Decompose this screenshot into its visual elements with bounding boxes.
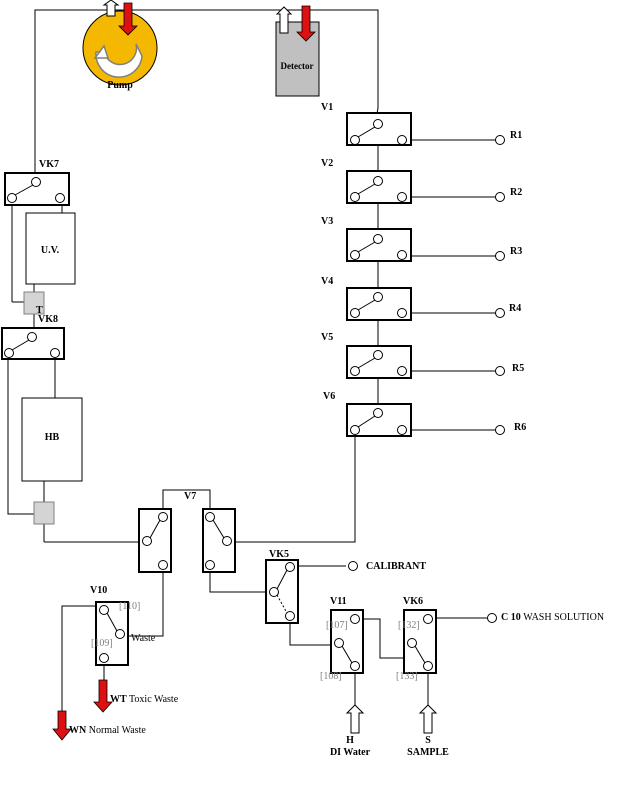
toxic-waste-outlet: WT Toxic Waste bbox=[93, 679, 179, 713]
sample-code-label: S bbox=[425, 735, 431, 746]
reagent-r4-label: R4 bbox=[509, 303, 521, 314]
valve-v6-label: V6 bbox=[323, 391, 335, 402]
tee-fitting-2 bbox=[33, 501, 55, 525]
di-water-arrow-icon bbox=[345, 704, 365, 734]
port-108-label: [108] bbox=[320, 671, 342, 682]
sample-arrow-icon bbox=[418, 704, 438, 734]
valve-v7-left[interactable] bbox=[138, 508, 172, 573]
valve-v7-right[interactable] bbox=[202, 508, 236, 573]
reagent-r3-port[interactable] bbox=[495, 251, 505, 261]
valve-v3[interactable]: V3 bbox=[321, 216, 412, 262]
connection-lines bbox=[7, 9, 496, 712]
valve-v7-label: V7 bbox=[184, 491, 196, 502]
waste-label: Waste bbox=[131, 633, 156, 644]
valve-v6[interactable]: V6 bbox=[323, 391, 412, 437]
detector-label: Detector bbox=[281, 61, 314, 71]
valve-vk5-label: VK5 bbox=[269, 549, 289, 560]
reagent-r2-port[interactable] bbox=[495, 192, 505, 202]
valve-v11[interactable]: V11 [107] [108] bbox=[320, 596, 364, 682]
detector-inflow-arrow-icon bbox=[296, 5, 316, 42]
reagent-r5-port[interactable] bbox=[495, 366, 505, 376]
valve-vk6[interactable]: VK6 [132] [133] bbox=[396, 596, 437, 682]
reagent-r1-port[interactable] bbox=[495, 135, 505, 145]
toxic-waste-label: WT Toxic Waste bbox=[110, 694, 179, 705]
reagent-ports: R1 R2 R3 R4 R5 R6 bbox=[495, 130, 526, 435]
di-water-inlet: H DI Water bbox=[330, 704, 371, 758]
pump-label: Pump bbox=[107, 80, 133, 91]
di-water-label: DI Water bbox=[330, 747, 371, 758]
wash-solution-port[interactable] bbox=[487, 613, 497, 623]
valve-vk5[interactable]: VK5 bbox=[265, 549, 299, 624]
normal-waste-outlet: WN Normal Waste bbox=[52, 710, 146, 741]
valve-vk8[interactable]: VK8 bbox=[1, 314, 65, 360]
detector-outflow-arrow-icon bbox=[275, 6, 293, 34]
calibrant-label: CALIBRANT bbox=[366, 561, 426, 572]
port-133-label: [133] bbox=[396, 671, 418, 682]
valve-vk7-label: VK7 bbox=[39, 159, 59, 170]
sample-inlet: S SAMPLE bbox=[407, 704, 449, 758]
valve-vk7[interactable]: VK7 bbox=[4, 159, 70, 206]
valve-v4[interactable]: V4 bbox=[321, 276, 412, 321]
pump-inflow-arrow-icon bbox=[118, 2, 138, 36]
valve-v2-label: V2 bbox=[321, 158, 333, 169]
sample-label: SAMPLE bbox=[407, 747, 449, 758]
pump-rotor-icon bbox=[95, 43, 143, 78]
uv-label: U.V. bbox=[41, 245, 60, 256]
port-107-label: [107] bbox=[326, 620, 348, 631]
valve-v5[interactable]: V5 bbox=[321, 332, 412, 379]
pump-outflow-arrow-icon bbox=[102, 0, 120, 17]
reagent-r5-label: R5 bbox=[512, 363, 524, 374]
di-water-code-label: H bbox=[346, 735, 354, 746]
tee-label: T bbox=[36, 305, 43, 316]
port-109-label: [109] bbox=[91, 638, 113, 649]
hb-label: HB bbox=[45, 432, 60, 443]
valve-v11-label: V11 bbox=[330, 596, 347, 607]
valve-v10[interactable]: V10 [110] [109] Waste bbox=[90, 585, 156, 666]
valve-vk8-label: VK8 bbox=[38, 314, 58, 325]
reagent-r4-port[interactable] bbox=[495, 308, 505, 318]
port-110-label: [110] bbox=[119, 601, 140, 612]
wash-solution-label: C 10 WASH SOLUTION bbox=[501, 612, 604, 623]
normal-waste-label: WN Normal Waste bbox=[69, 725, 146, 736]
valve-v5-label: V5 bbox=[321, 332, 333, 343]
reagent-r6-port[interactable] bbox=[495, 425, 505, 435]
valve-vk6-label: VK6 bbox=[403, 596, 423, 607]
valve-v4-label: V4 bbox=[321, 276, 333, 287]
normal-waste-arrow-icon bbox=[52, 710, 72, 741]
reagent-r3-label: R3 bbox=[510, 246, 522, 257]
port-132-label: [132] bbox=[398, 620, 420, 631]
reagent-r6-label: R6 bbox=[514, 422, 526, 433]
reagent-r2-label: R2 bbox=[510, 187, 522, 198]
valve-v3-label: V3 bbox=[321, 216, 333, 227]
reagent-r1-label: R1 bbox=[510, 130, 522, 141]
heating-block: HB bbox=[21, 397, 83, 482]
uv-detector: U.V. bbox=[25, 212, 76, 285]
valve-v2[interactable]: V2 bbox=[321, 158, 412, 204]
toxic-waste-arrow-icon bbox=[93, 679, 113, 713]
pump: Pump bbox=[82, 10, 158, 91]
valve-v1[interactable]: V1 bbox=[321, 102, 412, 146]
valve-v10-label: V10 bbox=[90, 585, 107, 596]
calibrant-port[interactable] bbox=[348, 561, 358, 571]
valve-v1-label: V1 bbox=[321, 102, 333, 113]
tee-fitting: T bbox=[23, 291, 45, 316]
